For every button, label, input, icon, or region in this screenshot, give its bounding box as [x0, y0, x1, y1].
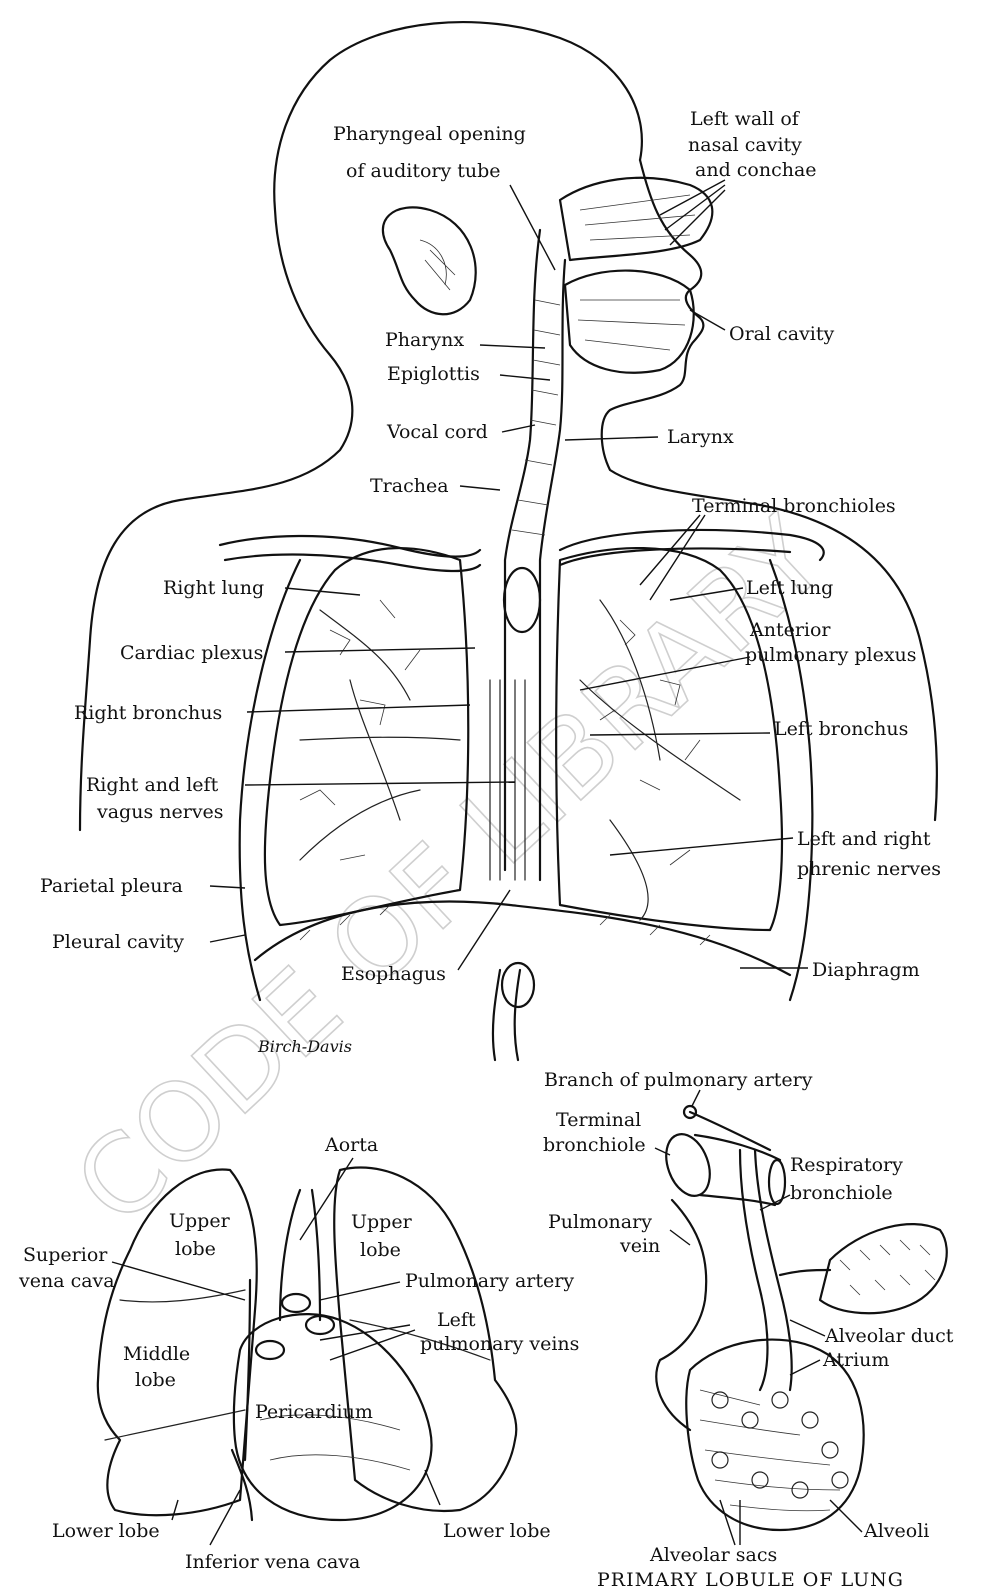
alveolar-sac-right — [820, 1224, 947, 1313]
label-pharyngeal-opening-1: Pharyngeal opening — [333, 123, 526, 145]
label-atrium: Atrium — [822, 1349, 889, 1371]
label-pharyngeal-opening-2: of auditory tube — [346, 160, 501, 182]
pulmonary-artery-branch — [690, 1112, 770, 1150]
label-right-bronchus: Right bronchus — [74, 702, 222, 724]
label-phrenic-2: phrenic nerves — [797, 858, 941, 880]
label-trachea: Trachea — [370, 475, 449, 497]
label-pericardium: Pericardium — [255, 1401, 373, 1423]
nasal-cavity — [560, 178, 712, 260]
label-left-pv-1: Left — [437, 1309, 476, 1331]
label-left-wall-2: nasal cavity — [688, 134, 802, 156]
label-respiratory-bronchiole-1: Respiratory — [790, 1154, 903, 1176]
label-alveolar-sacs: Alveolar sacs — [649, 1544, 777, 1566]
label-upper-lobe-right-2: lobe — [175, 1238, 216, 1260]
label-left-bronchus: Left bronchus — [774, 718, 908, 740]
label-upper-lobe-left-1: Upper — [351, 1211, 413, 1233]
label-upper-lobe-right-1: Upper — [169, 1210, 231, 1232]
label-left-pv-2: pulmonary veins — [420, 1333, 579, 1355]
label-parietal-pleura: Parietal pleura — [40, 875, 183, 897]
label-vagus-1: Right and left — [86, 774, 219, 796]
label-pleural-cavity: Pleural cavity — [52, 931, 184, 953]
aorta-vessel — [280, 1190, 320, 1320]
label-aorta: Aorta — [324, 1134, 378, 1156]
label-left-wall-1: Left wall of — [690, 108, 801, 130]
label-middle-lobe-2: lobe — [135, 1369, 176, 1391]
label-respiratory-bronchiole-2: bronchiole — [790, 1182, 893, 1204]
label-cardiac-plexus: Cardiac plexus — [120, 642, 263, 664]
terminal-bronchiole-shape — [658, 1128, 717, 1202]
label-oral-cavity: Oral cavity — [729, 323, 835, 345]
label-terminal-bronchioles: Terminal bronchioles — [692, 495, 896, 517]
label-branch-pulmonary-artery: Branch of pulmonary artery — [544, 1069, 813, 1091]
label-lower-lobe-left: Lower lobe — [443, 1520, 551, 1542]
label-vocal-cord: Vocal cord — [386, 421, 488, 443]
label-anterior-plexus-2: pulmonary plexus — [745, 644, 917, 666]
lobule-caption: PRIMARY LOBULE OF LUNG — [597, 1569, 904, 1591]
label-epiglottis: Epiglottis — [387, 363, 480, 385]
label-pharynx: Pharynx — [385, 329, 464, 351]
label-alveoli: Alveoli — [863, 1520, 929, 1542]
label-pulmonary-vein-1: Pulmonary — [548, 1211, 652, 1233]
label-left-lung: Left lung — [746, 577, 833, 599]
label-terminal-bronchiole-1: Terminal — [556, 1109, 641, 1131]
aortic-arch — [504, 568, 540, 632]
label-superior-vc-2: vena cava — [18, 1270, 115, 1292]
label-terminal-bronchiole-2: bronchiole — [543, 1134, 646, 1156]
label-vagus-2: vagus nerves — [96, 801, 224, 823]
label-phrenic-1: Left and right — [797, 828, 931, 850]
label-larynx: Larynx — [667, 426, 734, 448]
artist-signature: Birch-Davis — [257, 1037, 352, 1056]
label-right-lung: Right lung — [163, 577, 264, 599]
label-superior-vc-1: Superior — [23, 1244, 108, 1266]
oral-cavity-shape — [565, 271, 694, 373]
label-upper-lobe-left-2: lobe — [360, 1239, 401, 1261]
label-alveolar-duct: Alveolar duct — [824, 1325, 954, 1347]
label-inferior-vena-cava: Inferior vena cava — [185, 1551, 360, 1573]
label-lower-lobe-right: Lower lobe — [52, 1520, 160, 1542]
pulmonary-vein-shape — [656, 1200, 706, 1430]
watermark: CODE OF LIBRARY — [52, 494, 849, 1249]
label-left-wall-3: and conchae — [695, 159, 817, 181]
label-middle-lobe-1: Middle — [123, 1343, 190, 1365]
label-diaphragm: Diaphragm — [812, 959, 920, 981]
label-anterior-plexus-1: Anterior — [749, 619, 831, 641]
label-pulmonary-artery: Pulmonary artery — [405, 1270, 574, 1292]
ear-shape — [383, 207, 476, 314]
label-pulmonary-vein-2: vein — [619, 1235, 660, 1257]
label-esophagus: Esophagus — [341, 963, 446, 985]
